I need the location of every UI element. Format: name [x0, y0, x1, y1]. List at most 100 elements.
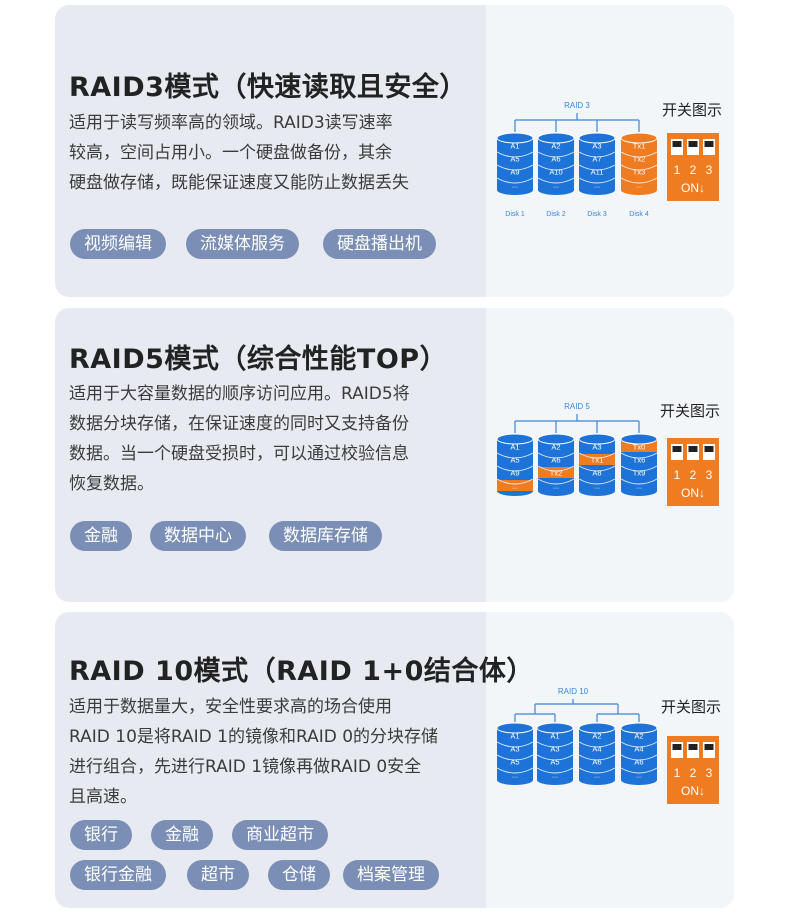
disk-cell-label: A2	[592, 732, 601, 741]
parity-block	[497, 480, 533, 491]
disk-base	[497, 185, 533, 195]
disk-top	[620, 132, 658, 144]
switch-label: 开关图示	[662, 101, 723, 119]
disk-stack: Tx1Tx2Tx3...	[620, 132, 658, 195]
disk-platter-line	[620, 767, 658, 774]
disk-body	[538, 138, 574, 190]
switch-knob	[672, 141, 682, 147]
disk-top	[578, 722, 616, 734]
raid5-card: RAID5模式（综合性能TOP） 适用于大容量数据的顺序访问应用。RAID5将 …	[55, 308, 734, 602]
switch-number: 1	[674, 468, 681, 482]
raid3-description: 适用于读写频率高的领域。RAID3读写速率 较高，空间占用小。一个硬盘做备份，其…	[69, 108, 474, 198]
disk-cell-label: A4	[592, 745, 601, 754]
disk-cell-label: ...	[636, 771, 642, 780]
raid3-card: RAID3模式（快速读取且安全） 适用于读写频率高的领域。RAID3读写速率 较…	[55, 5, 734, 297]
raid10-description: 适用于数据量大，安全性要求高的场合使用 RAID 10是将RAID 1的镜像和R…	[69, 692, 474, 812]
switch-knob	[704, 446, 714, 452]
disk-base	[621, 775, 657, 785]
disk-platter-line	[578, 452, 616, 459]
disk-platter-line	[496, 151, 534, 158]
disk-cell-label: A5	[510, 456, 519, 465]
tag: 档案管理	[343, 860, 439, 890]
disk-top	[537, 132, 575, 144]
disk-cell-label: A9	[510, 469, 519, 478]
disk-stack: A3A7A11...	[578, 132, 616, 195]
disk-platter-line	[578, 164, 616, 171]
disk-cell-label: ...	[512, 482, 518, 491]
tag: 金融	[151, 820, 213, 850]
disk-cell-label: Tx6	[633, 456, 646, 465]
disk-platter-line	[620, 151, 658, 158]
switch-number: 3	[706, 468, 713, 482]
disk-base	[538, 486, 574, 496]
disk-body	[497, 138, 533, 190]
disk-platter-line	[578, 177, 616, 184]
disk-top	[496, 132, 534, 144]
disk-body	[621, 138, 657, 190]
disk-cell-label: A2	[551, 142, 560, 151]
disk-platter-line	[537, 478, 575, 485]
description-line: 数据。当一个硬盘受损时，可以通过校验信息	[69, 444, 409, 464]
parity-block	[538, 467, 574, 478]
disk-base	[579, 486, 615, 496]
disk-cell-label: Tx2	[550, 469, 563, 478]
tag: 银行	[70, 820, 132, 850]
disk-name: Disk 1	[505, 211, 525, 218]
disk-cell-label: ...	[594, 181, 600, 190]
disk-cell-label: Tx1	[633, 142, 646, 151]
disk-cell-label: A3	[510, 745, 519, 754]
disk-platter-line	[537, 177, 575, 184]
switch-number: 1	[674, 766, 681, 780]
raid-label: RAID 10	[558, 687, 589, 696]
disk-cell-label: A6	[551, 456, 560, 465]
description-line: 硬盘做存储，既能保证速度又能防止数据丢失	[69, 173, 409, 193]
disk-cell-label: A7	[592, 155, 601, 164]
disk-cell-label: ...	[512, 771, 518, 780]
disk-platter-line	[578, 151, 616, 158]
disk-cell-label: ...	[636, 181, 642, 190]
parity-block	[621, 441, 657, 452]
disk-stack: A2A6Tx2...	[537, 433, 575, 496]
disk-cell-label: Tx3	[633, 168, 646, 177]
tag: 金融	[70, 521, 132, 551]
disk-platter-line	[620, 754, 658, 761]
disk-platter-line	[496, 177, 534, 184]
raid-label: RAID 3	[564, 101, 590, 110]
disk-platter-line	[536, 754, 574, 761]
description-line: 进行组合，先进行RAID 1镜像再做RAID 0安全	[69, 757, 422, 777]
disk-cell-label: A6	[551, 155, 560, 164]
switch-knob	[704, 744, 714, 750]
parity-block	[579, 454, 615, 465]
disk-platter-line	[578, 478, 616, 485]
disk-name: Disk 3	[587, 211, 607, 218]
description-line: 较高，空间占用小。一个硬盘做备份，其余	[69, 143, 392, 163]
disk-cell-label: A6	[634, 758, 643, 767]
switch-on-label: ON↓	[681, 181, 705, 195]
raid-label: RAID 5	[564, 402, 590, 411]
description-line: 适用于读写频率高的领域。RAID3读写速率	[69, 113, 393, 133]
disk-stack: A2A6A10...	[537, 132, 575, 195]
disk-base	[579, 185, 615, 195]
description-line: 数据分块存储，在保证速度的同时又支持备份	[69, 414, 409, 434]
disk-body	[579, 138, 615, 190]
disk-top	[496, 433, 534, 445]
switch-label: 开关图示	[660, 402, 721, 420]
tag: 流媒体服务	[186, 229, 299, 259]
disk-cell-label: A3	[592, 443, 601, 452]
disk-stack: A1A5A9...	[496, 132, 534, 195]
disk-top	[537, 433, 575, 445]
disk-body	[621, 728, 657, 780]
disk-cell-label: A1	[510, 443, 519, 452]
description-line: 恢复数据。	[69, 474, 154, 494]
tag: 视频编辑	[70, 229, 166, 259]
disk-body	[497, 728, 533, 780]
disk-cell-label: A3	[592, 142, 601, 151]
disk-stack: A1A5A9...	[496, 433, 534, 496]
disk-cell-label: A5	[510, 155, 519, 164]
disk-base	[538, 185, 574, 195]
disk-cell-label: A9	[510, 168, 519, 177]
switch-number: 3	[706, 766, 713, 780]
